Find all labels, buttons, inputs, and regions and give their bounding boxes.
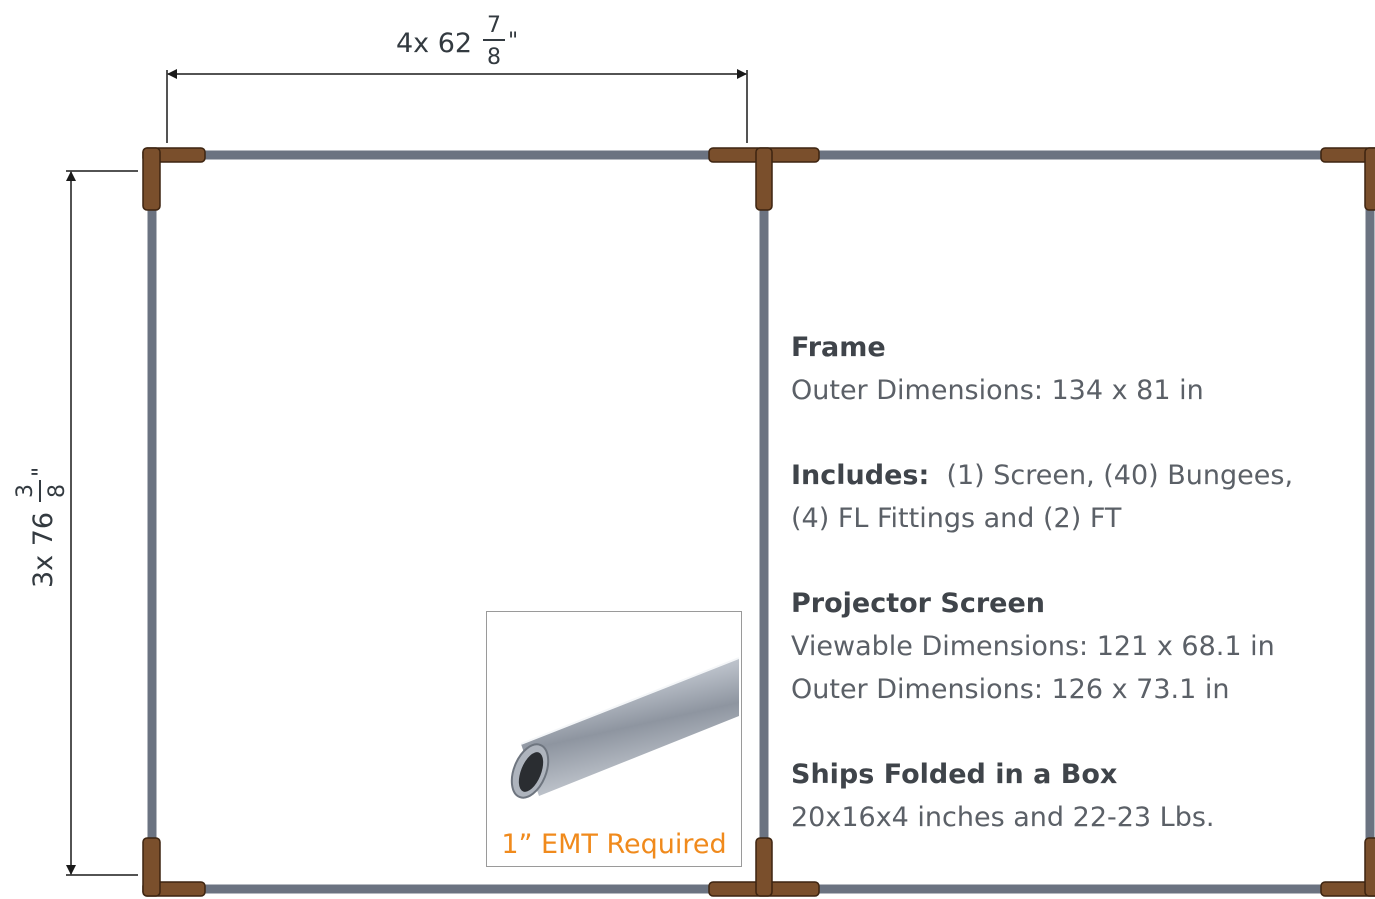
projector-screen-title: Projector Screen (791, 588, 1046, 619)
viewable-dimensions: Viewable Dimensions: 121 x 68.1 in (791, 631, 1275, 662)
includes-label: Includes: (791, 460, 930, 491)
vertical-dimension (66, 170, 138, 876)
frame-outer-dimensions: Outer Dimensions: 134 x 81 in (791, 375, 1204, 406)
vertical-dimension-numerator: 3 (13, 484, 38, 498)
screen-outer-dimensions: Outer Dimensions: 126 x 73.1 in (791, 674, 1230, 705)
includes-line-2: (4) FL Fittings and (2) FT (791, 503, 1122, 534)
emt-pipe-inset: 1” EMT Required (486, 611, 742, 867)
fitting-bottom-left (142, 837, 206, 897)
horizontal-dimension-numerator: 7 (487, 13, 501, 38)
shipping-spec: Ships Folded in a Box 20x16x4 inches and… (791, 753, 1351, 839)
fitting-top-middle (708, 147, 820, 211)
vertical-dimension-label: 3x 76 3 8 " (13, 467, 70, 588)
includes-items: (1) Screen, (40) Bungees, (946, 460, 1294, 491)
emt-pipe-image (510, 657, 740, 799)
horizontal-dimension-unit: " (508, 29, 518, 54)
horizontal-dimension-denominator: 8 (487, 45, 501, 70)
horizontal-dimension-prefix: 4x 62 (396, 28, 472, 59)
frame-fittings (142, 147, 1375, 897)
fitting-bottom-middle (708, 837, 820, 897)
vertical-dimension-denominator: 8 (45, 484, 70, 498)
horizontal-dimension-label: 4x 62 7 8 " (396, 13, 518, 70)
specifications-panel: Frame Outer Dimensions: 134 x 81 in Incl… (791, 326, 1351, 881)
fitting-top-right (1320, 147, 1375, 211)
frame-title: Frame (791, 332, 886, 363)
fitting-top-left (142, 147, 206, 211)
includes-line-1: Includes: (1) Screen, (40) Bungees, (791, 454, 1351, 497)
shipping-title: Ships Folded in a Box (791, 759, 1118, 790)
vertical-dimension-prefix: 3x 76 (28, 512, 59, 588)
fitting-bottom-right (1320, 837, 1375, 897)
vertical-dimension-unit: " (29, 467, 54, 477)
projector-screen-spec: Projector Screen Viewable Dimensions: 12… (791, 582, 1351, 711)
shipping-details: 20x16x4 inches and 22-23 Lbs. (791, 802, 1215, 833)
frame-spec: Frame Outer Dimensions: 134 x 81 in (791, 326, 1351, 412)
horizontal-dimension (166, 69, 748, 143)
includes-spec: Includes: (1) Screen, (40) Bungees, (4) … (791, 454, 1351, 540)
emt-caption: 1” EMT Required (501, 829, 727, 860)
